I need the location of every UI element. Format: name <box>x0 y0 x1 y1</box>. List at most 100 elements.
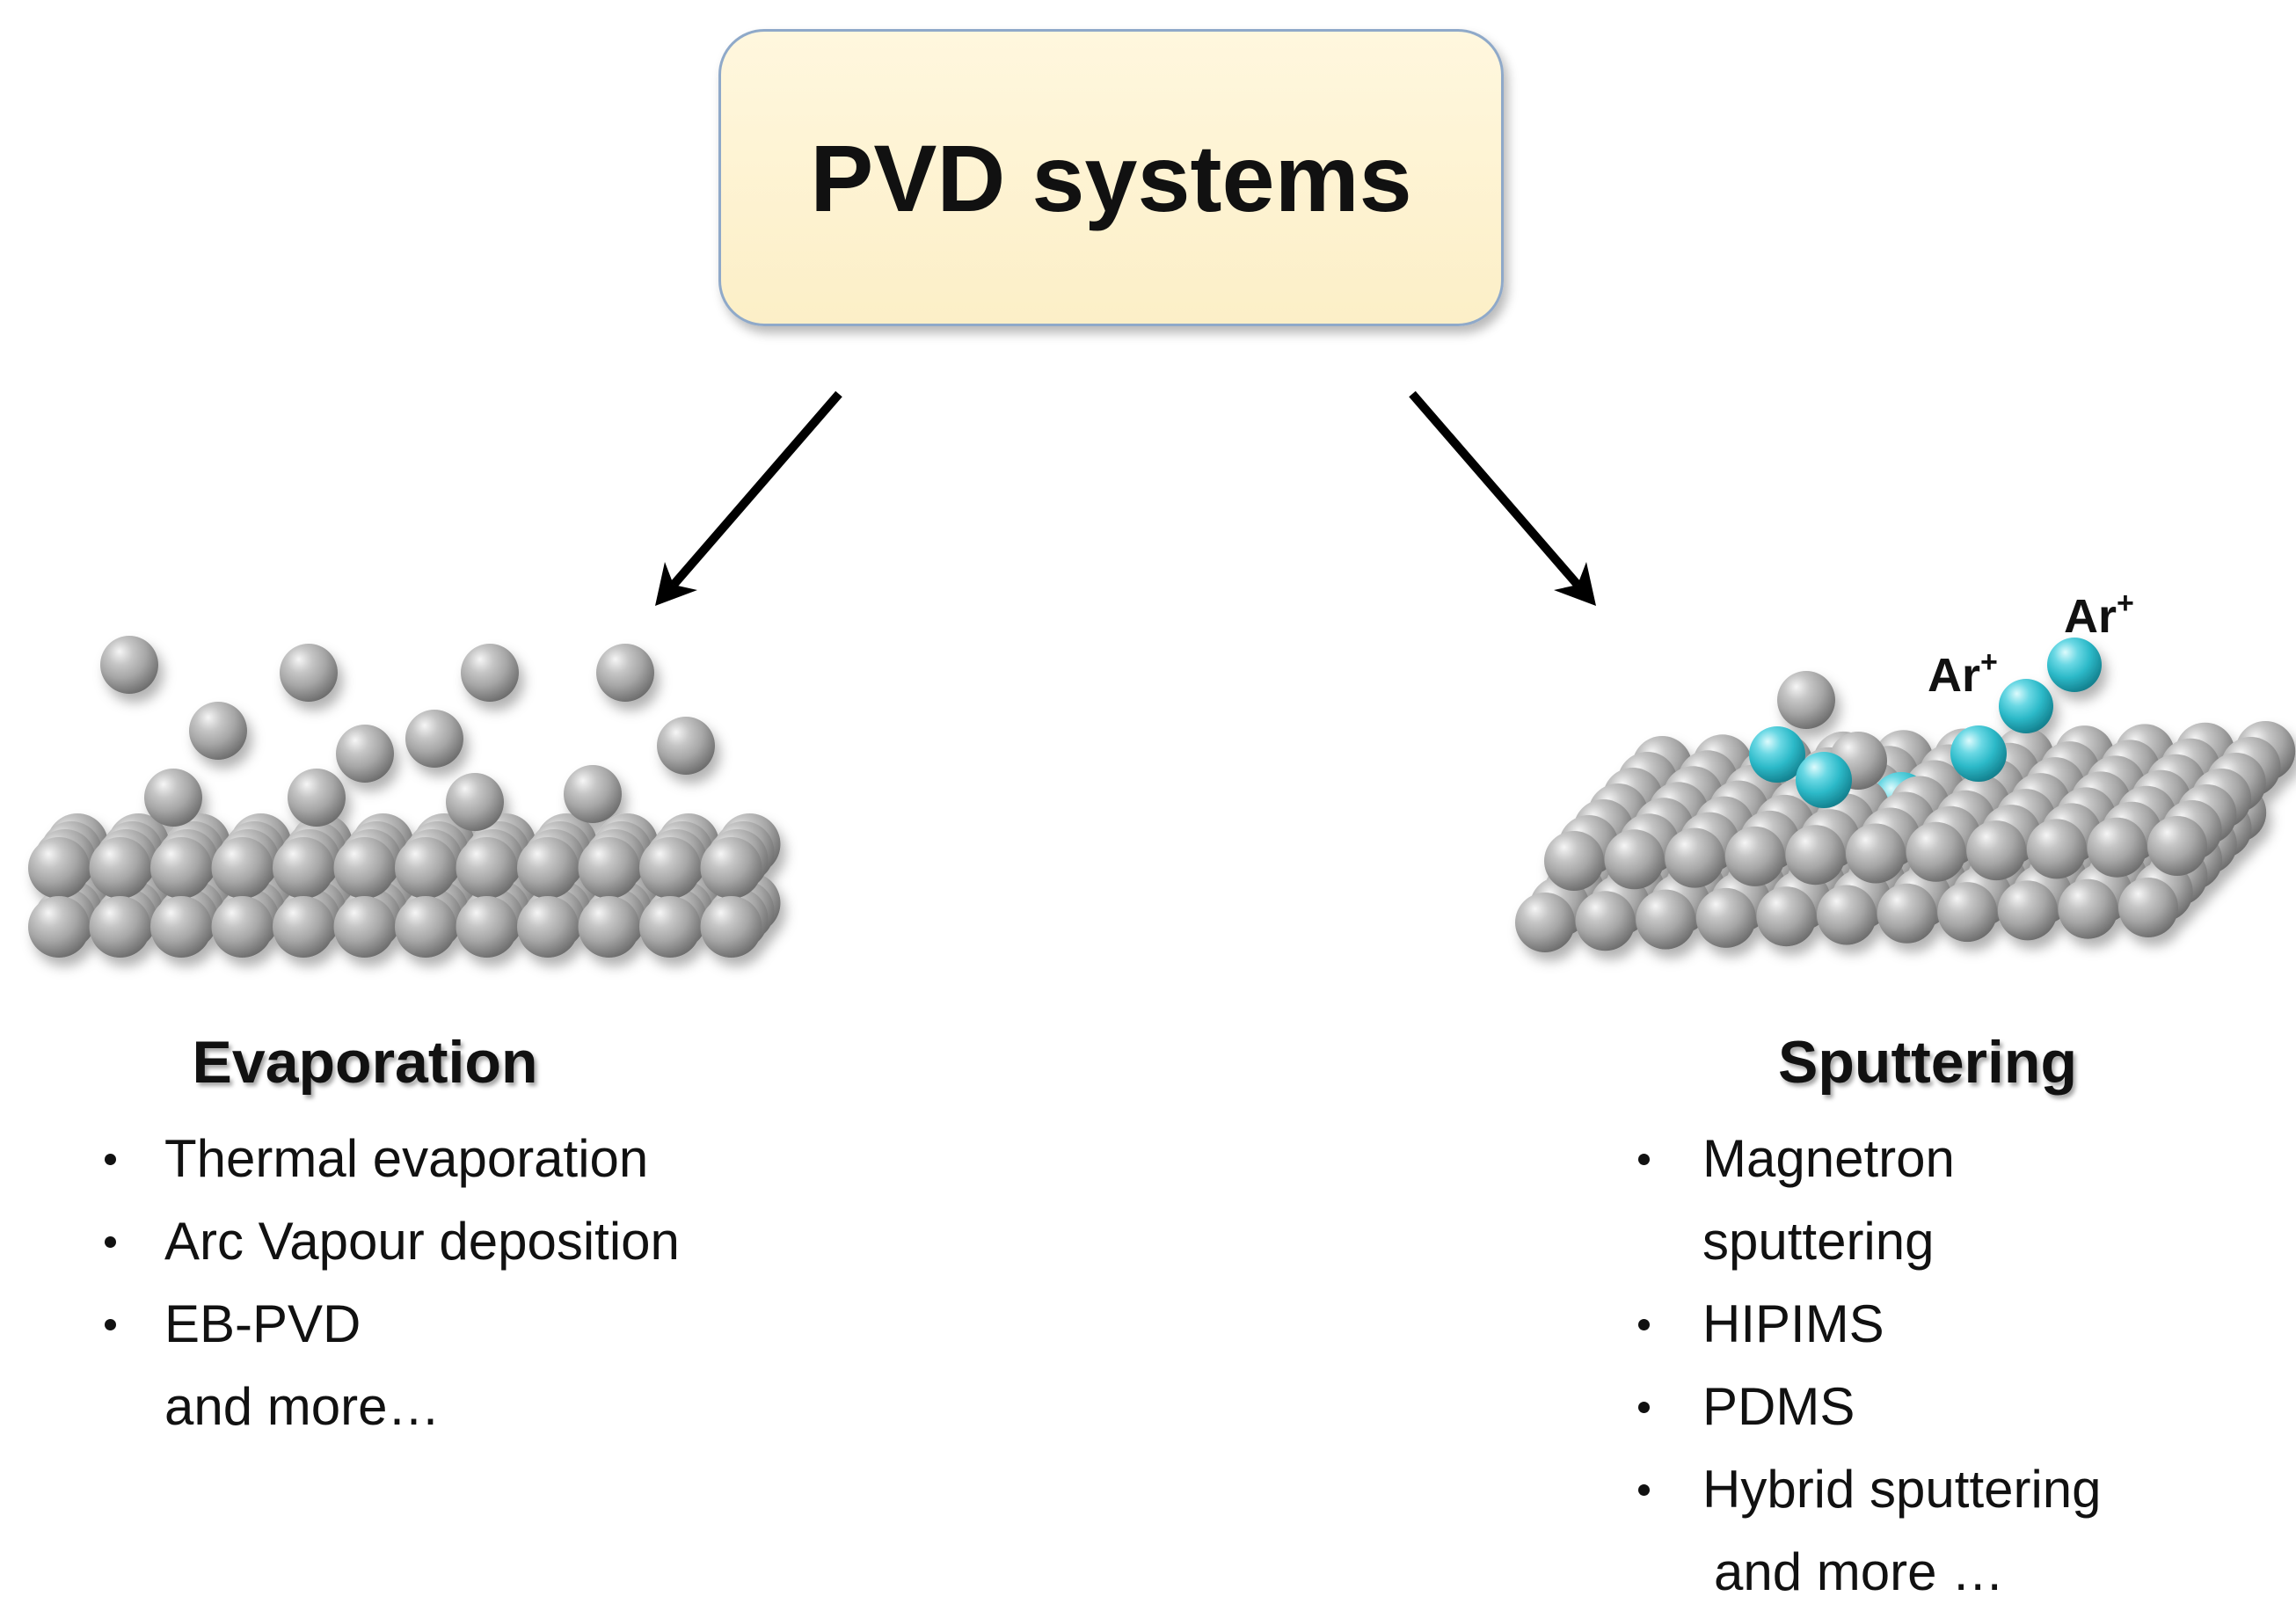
substrate-atom <box>150 896 212 958</box>
substrate-atom <box>273 896 334 958</box>
substrate-atom <box>517 896 579 958</box>
diagram-title: PVD systems <box>810 124 1412 231</box>
bullet-marker <box>1638 1402 1650 1413</box>
arrow-head <box>1554 562 1596 606</box>
substrate-atom <box>333 896 396 958</box>
target-atom <box>1695 887 1756 948</box>
evaporated-atom <box>336 725 394 783</box>
ion-symbol: Ar <box>2064 590 2117 643</box>
evaporated-atom <box>564 765 622 823</box>
substrate-atom <box>150 837 212 899</box>
evaporated-atom <box>288 769 346 827</box>
title-box: PVD systems <box>718 29 1504 326</box>
substrate-atom <box>700 896 762 958</box>
evaporation-methods-list: Thermal evaporation Arc Vapour depositio… <box>105 1118 680 1448</box>
target-atom <box>2147 816 2207 876</box>
bullet-marker <box>105 1154 116 1165</box>
substrate-atom <box>211 837 273 899</box>
arrow-head <box>655 562 697 606</box>
evaporation-substrate <box>28 813 781 958</box>
substrate-atom <box>578 896 640 958</box>
argon-ion <box>2047 638 2102 692</box>
evaporated-atom <box>144 769 202 827</box>
evaporation-illustration <box>28 636 781 958</box>
list-item: Arc Vapour deposition <box>105 1200 680 1283</box>
substrate-atom <box>333 837 396 899</box>
bullet-marker <box>1638 1484 1650 1496</box>
target-atom <box>1785 825 1846 886</box>
arrow-to-evaporation <box>655 390 842 606</box>
target-atom <box>1966 820 2027 881</box>
argon-ion-label: Ar+ <box>1928 645 1998 702</box>
substrate-atom <box>456 896 518 958</box>
bullet-marker <box>1638 1154 1650 1165</box>
sputtering-particles <box>1749 638 2102 808</box>
arrow-to-sputtering <box>1409 390 1596 606</box>
list-item: PDMS <box>1638 1366 2102 1448</box>
list-item: Hybrid sputtering <box>1638 1448 2102 1531</box>
sputtering-target <box>1515 721 2296 952</box>
list-item: Thermal evaporation <box>105 1118 680 1200</box>
target-atom <box>1636 889 1696 950</box>
more-text: and more … <box>1714 1542 2005 1601</box>
target-atom <box>2058 878 2118 939</box>
evaporated-atom <box>280 644 338 702</box>
ion-charge: + <box>1980 645 1998 679</box>
list-item-text: Arc Vapour deposition <box>164 1212 680 1271</box>
argon-ion-label: Ar+ <box>2064 587 2134 643</box>
evaporated-atoms <box>100 636 715 831</box>
argon-ion <box>1749 726 1805 783</box>
substrate-atom <box>211 896 273 958</box>
target-atom <box>1756 886 1817 947</box>
target-atom <box>1937 882 1998 943</box>
substrate-atom <box>639 896 701 958</box>
substrate-atom <box>700 837 762 899</box>
target-atom <box>1575 891 1636 951</box>
target-atom <box>1665 827 1725 888</box>
substrate-atom <box>578 837 640 899</box>
evaporated-atom <box>596 644 654 702</box>
target-atom <box>1997 880 2058 941</box>
target-atom <box>1604 829 1665 890</box>
target-atom <box>1544 831 1604 891</box>
list-item-text: EB-PVD <box>164 1294 361 1353</box>
substrate-atom <box>517 837 579 899</box>
substrate-atom <box>89 896 151 958</box>
evaporated-atom <box>189 702 247 760</box>
evaporated-atom <box>657 717 715 775</box>
list-item-text: PDMS <box>1702 1377 1855 1436</box>
list-item-text: Hybrid sputtering <box>1702 1460 2102 1519</box>
list-item: HIPIMS <box>1638 1283 2102 1366</box>
sputtering-methods-list: Magnetron sputtering HIPIMS PDMS Hybrid … <box>1638 1118 2102 1614</box>
list-item-continuation: sputtering <box>1702 1200 2102 1283</box>
bullet-marker <box>105 1319 116 1330</box>
substrate-atom <box>89 837 151 899</box>
bullet-marker <box>1638 1319 1650 1330</box>
target-atom <box>1817 885 1877 945</box>
target-atom <box>2026 819 2087 879</box>
substrate-atom <box>395 896 456 958</box>
sputtered-atom <box>1777 671 1835 729</box>
target-atom <box>1846 823 1906 884</box>
list-item-text: Magnetron <box>1702 1129 1955 1188</box>
substrate-atom <box>28 837 90 899</box>
ion-charge: + <box>2117 587 2134 620</box>
argon-ion <box>1796 752 1852 808</box>
argon-ion <box>1950 725 2007 782</box>
list-item: EB-PVD <box>105 1283 680 1366</box>
list-more-text: and more… <box>164 1366 680 1448</box>
target-atom <box>1515 893 1575 952</box>
ion-symbol: Ar <box>1928 649 1980 702</box>
substrate-atom <box>273 837 334 899</box>
arrow-shaft <box>670 390 842 588</box>
argon-ion <box>1999 679 2053 733</box>
bullet-marker <box>105 1236 116 1248</box>
list-item-text: Thermal evaporation <box>164 1129 649 1188</box>
target-atom <box>2087 817 2147 878</box>
evaporated-atom <box>405 710 463 768</box>
substrate-atom <box>456 837 518 899</box>
list-more-text: and more … <box>1702 1531 2102 1614</box>
target-atom <box>1906 821 1966 882</box>
